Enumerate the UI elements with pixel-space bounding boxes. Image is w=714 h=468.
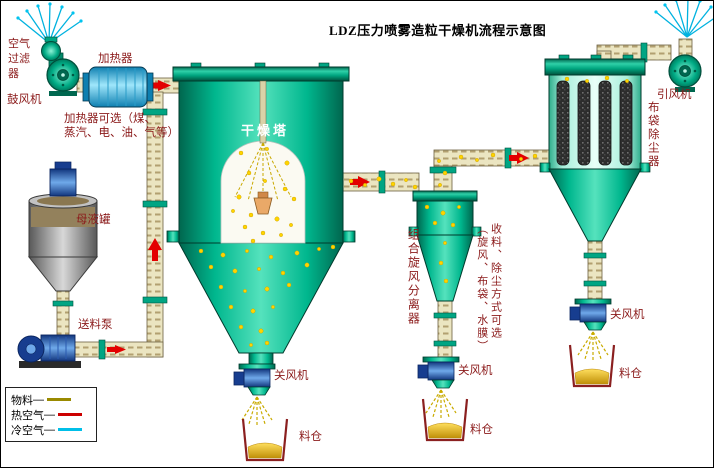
note-cyclone-options: （旋风、布袋、水膜） 收料、除尘方式可选 — [474, 223, 502, 353]
legend-dash: — — [44, 408, 55, 421]
legend-swatch-cold-air — [58, 428, 82, 431]
label-tower-bin: 料仓 — [299, 431, 322, 443]
draft-fan-assembly — [653, 1, 713, 92]
feed-pump-assembly — [17, 334, 81, 368]
blower-fan — [46, 58, 80, 92]
label-tower-valve: 关风机 — [274, 370, 309, 382]
exhaust-spray — [653, 1, 713, 38]
note-cyclone-col2: 收料、除尘方式可选 — [489, 223, 502, 340]
legend-swatch-material — [47, 398, 71, 401]
rotary-valve-bagfilter — [569, 298, 612, 331]
pipe-fan-exhaust — [678, 38, 693, 58]
legend: 物料 — 热空气 — 冷空气 — — [5, 387, 97, 442]
label-mother-tank: 母液罐 — [76, 214, 111, 226]
legend-item-material: 物料 — — [8, 392, 94, 407]
pipe-tank-outlet — [56, 286, 70, 336]
pipe-cyclone-down — [437, 298, 453, 358]
legend-item-hot-air: 热空气 — — [8, 407, 94, 422]
pipe-bagfilter-down — [587, 240, 603, 300]
note-heater-line1: 加热器可选（煤、 — [64, 113, 156, 125]
flow-arrows — [107, 80, 529, 354]
bagfilter-cone — [548, 168, 642, 242]
agitator-motor — [49, 168, 77, 197]
product-particles — [198, 75, 629, 347]
label-feed-pump: 送料泵 — [78, 319, 113, 331]
label-air-filter: 空气过滤器 — [8, 38, 30, 80]
legend-swatch-hot-air — [58, 413, 82, 416]
label-cyclone: 组合旋风分离器 — [406, 228, 421, 326]
legend-label-cold-air: 冷空气 — [11, 424, 44, 437]
cyclone-discharge-spray — [425, 389, 457, 420]
legend-dash: — — [44, 423, 55, 436]
filter-bag — [577, 80, 591, 166]
atomizer-nozzle — [253, 197, 273, 215]
cyclone-cone — [416, 234, 474, 302]
legend-dash: — — [33, 393, 44, 406]
pipe-cyclone-to-bagfilter — [433, 149, 550, 167]
note-cyclone-col1: （旋风、布袋、水膜） — [475, 223, 488, 353]
heater-body — [88, 66, 148, 108]
label-cyclone-valve: 关风机 — [458, 365, 493, 377]
bagfilter-lid — [544, 58, 646, 76]
tower-cone — [178, 242, 344, 354]
pipe-flanges — [52, 42, 648, 360]
rotary-valve-tower — [233, 363, 276, 396]
note-heater-options: 加热器可选（煤、 蒸汽、电、油、气等） — [64, 113, 179, 141]
filter-bag — [556, 80, 570, 166]
filter-bag — [619, 80, 633, 166]
label-cyclone-bin: 料仓 — [470, 424, 493, 436]
bag-filter — [539, 54, 651, 242]
rotary-valve-cyclone — [417, 356, 460, 389]
label-bagfilter-bin: 料仓 — [619, 368, 642, 380]
air-filter-body — [41, 41, 61, 61]
bin-bagfilter — [568, 343, 616, 388]
draft-fan — [668, 54, 702, 88]
legend-item-cold-air: 冷空气 — — [8, 422, 94, 437]
tower-discharge-spray — [241, 396, 273, 427]
mother-liquid-tank — [27, 161, 99, 292]
drying-tower — [166, 62, 356, 365]
legend-label-hot-air: 热空气 — [11, 409, 44, 422]
label-bagfilter-valve: 关风机 — [610, 309, 645, 321]
label-draft-fan: 引风机 — [657, 89, 692, 101]
note-heater-line2: 蒸汽、电、油、气等） — [64, 126, 179, 139]
diagram-title: LDZ压力喷雾造粒干燥机流程示意图 — [329, 23, 547, 38]
label-heater: 加热器 — [98, 53, 133, 65]
bagfilter-discharge-spray — [577, 331, 609, 362]
label-blower: 鼓风机 — [7, 94, 42, 106]
heater-assembly — [82, 66, 154, 108]
air-intake-assembly — [15, 1, 84, 96]
legend-label-material: 物料 — [11, 394, 33, 407]
filter-bag — [598, 80, 612, 166]
label-drying-tower: 干燥塔 — [241, 123, 290, 138]
tower-lid — [172, 66, 350, 82]
bin-tower — [241, 417, 289, 462]
label-bag-filter: 布袋除尘器 — [646, 101, 659, 169]
cyclone-separator — [408, 190, 482, 302]
